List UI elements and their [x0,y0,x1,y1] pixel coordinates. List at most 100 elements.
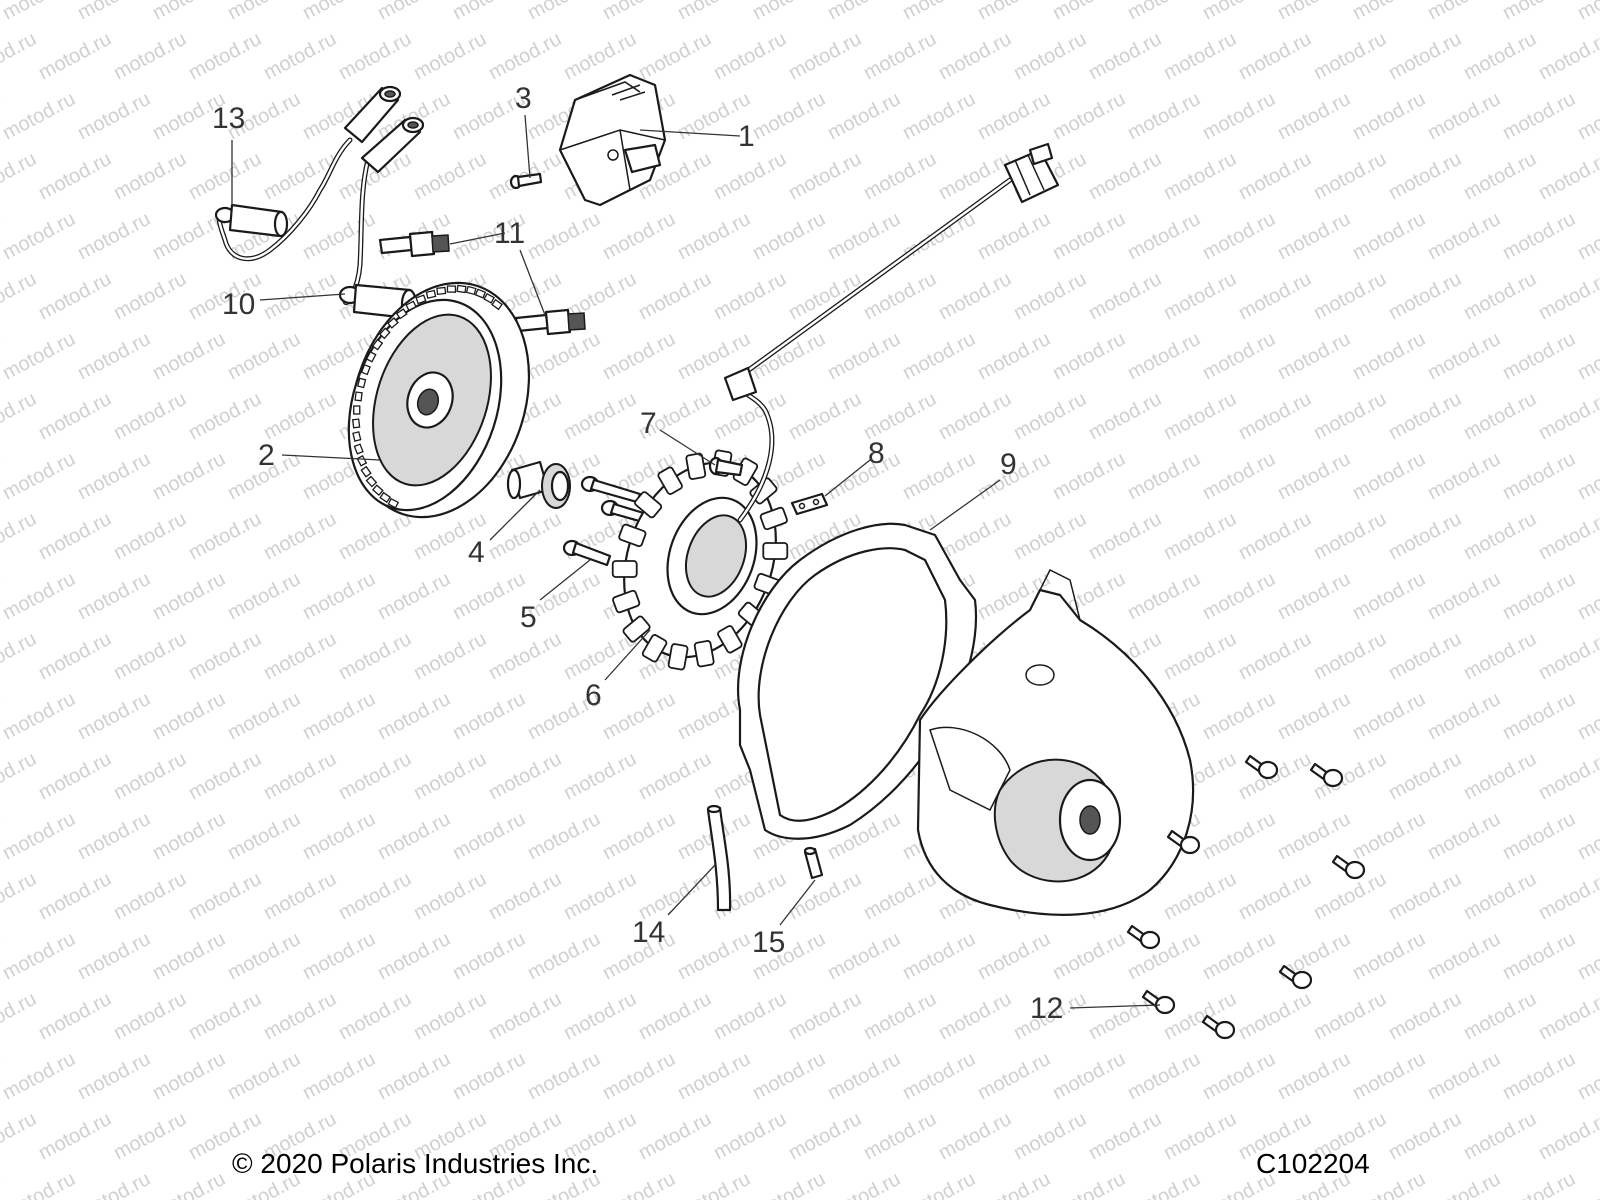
watermark-text: motod.ru [485,628,565,684]
callout-2: 2 [258,439,275,472]
watermark-text: motod.ru [449,0,529,24]
watermark-text: motod.ru [935,268,1015,324]
stator-6 [611,449,789,671]
watermark-text: motod.ru [0,268,40,324]
watermark-text: motod.ru [185,748,265,804]
watermark-text: motod.ru [1274,568,1354,624]
watermark-text: motod.ru [74,88,154,144]
watermark-text: motod.ru [824,1168,904,1200]
watermark-text: motod.ru [1049,328,1129,384]
watermark-text: motod.ru [1049,1048,1129,1104]
watermark-text: motod.ru [0,688,79,744]
watermark-text: motod.ru [1160,628,1240,684]
watermark-text: motod.ru [149,928,229,984]
watermark-text: motod.ru [74,448,154,504]
watermark-text: motod.ru [35,508,115,564]
watermark-text: motod.ru [1199,88,1279,144]
watermark-text: motod.ru [299,688,379,744]
watermark-text: motod.ru [1235,508,1315,564]
watermark-text: motod.ru [1385,148,1465,204]
stator-harness [723,142,1060,523]
watermark-text: motod.ru [1235,148,1315,204]
watermark-text: motod.ru [1460,988,1540,1044]
watermark-text: motod.ru [74,328,154,384]
watermark-text: motod.ru [899,88,979,144]
watermark-text: motod.ru [1460,1108,1540,1164]
watermark-text: motod.ru [1499,1048,1579,1104]
watermark-text: motod.ru [674,0,754,24]
watermark-text: motod.ru [1049,88,1129,144]
watermark-text: motod.ru [260,748,340,804]
watermark-text: motod.ru [1199,328,1279,384]
watermark-text: motod.ru [335,868,415,924]
watermark-text: motod.ru [0,1168,4,1200]
watermark-text: motod.ru [149,448,229,504]
watermark-text: motod.ru [224,1048,304,1104]
watermark-text: motod.ru [1124,328,1204,384]
watermark-text: motod.ru [485,508,565,564]
watermark-text: motod.ru [1274,1048,1354,1104]
watermark-text: motod.ru [1199,448,1279,504]
watermark-text: motod.ru [1274,448,1354,504]
stator-tooth [612,589,641,614]
watermark-text: motod.ru [1310,388,1390,444]
watermark-text: motod.ru [974,88,1054,144]
watermark-text: motod.ru [749,0,829,24]
watermark-text: motod.ru [149,1048,229,1104]
watermark-text: motod.ru [599,808,679,864]
watermark-text: motod.ru [35,28,115,84]
watermark-text: motod.ru [0,148,40,204]
watermark-text: motod.ru [35,388,115,444]
leader-lines [231,114,1161,1009]
watermark-text: motod.ru [524,0,604,24]
watermark-text: motod.ru [1424,928,1504,984]
watermark-text: motod.ru [560,388,640,444]
watermark-text: motod.ru [599,208,679,264]
watermark-text: motod.ru [1424,1048,1504,1104]
watermark-text: motod.ru [35,868,115,924]
watermark-text: motod.ru [1199,688,1279,744]
bolt-7 [708,456,744,477]
watermark-text: motod.ru [410,748,490,804]
watermark-text: motod.ru [1085,388,1165,444]
callout-6: 6 [585,679,602,712]
watermark-text: motod.ru [449,1048,529,1104]
watermark-text: motod.ru [1235,28,1315,84]
watermark-text: motod.ru [0,328,4,384]
watermark-text: motod.ru [299,1048,379,1104]
watermark-text: motod.ru [260,988,340,1044]
watermark-text: motod.ru [35,268,115,324]
watermark-text: motod.ru [1160,268,1240,324]
watermark-text: motod.ru [449,928,529,984]
diagram-id: C102204 [1256,1148,1370,1179]
watermark-text: motod.ru [299,808,379,864]
watermark-text: motod.ru [1049,448,1129,504]
watermark-text: motod.ru [824,928,904,984]
watermark-text: motod.ru [1124,1168,1204,1200]
watermark-text: motod.ru [1499,688,1579,744]
watermark-text: motod.ru [974,1168,1054,1200]
watermark-text: motod.ru [0,328,79,384]
watermark-text: motod.ru [185,388,265,444]
watermark-text: motod.ru [1535,1108,1600,1164]
watermark-text: motod.ru [0,868,40,924]
flywheel-slot [446,285,457,293]
watermark-text: motod.ru [1535,508,1600,564]
watermark-text: motod.ru [824,208,904,264]
watermark-text: motod.ru [710,1108,790,1164]
watermark-text: motod.ru [1160,868,1240,924]
watermark-text: motod.ru [1085,1108,1165,1164]
callout-4: 4 [468,536,485,569]
watermark-text: motod.ru [1124,568,1204,624]
watermark-text: motod.ru [449,808,529,864]
watermark-text: motod.ru [1424,688,1504,744]
watermark-text: motod.ru [0,208,79,264]
watermark-text: motod.ru [0,388,40,444]
watermark-text: motod.ru [1499,568,1579,624]
watermark-text: motod.ru [0,1048,79,1104]
watermark-text: motod.ru [1574,928,1600,984]
watermark-text: motod.ru [1574,208,1600,264]
watermark-text: motod.ru [1349,448,1429,504]
watermark-text: motod.ru [74,1168,154,1200]
watermark-text: motod.ru [1424,88,1504,144]
